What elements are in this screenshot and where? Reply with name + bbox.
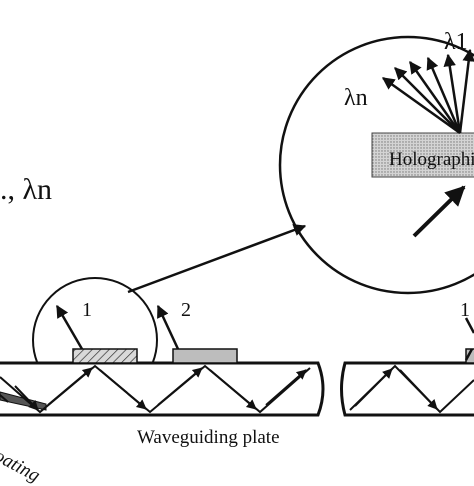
lambda-n-label: λn: [344, 86, 368, 110]
outcoupled-ray-2: [158, 306, 178, 349]
waveguide-diagram: ., λn λ1 λn Holographi 1 2 1 Waveguiding…: [0, 0, 474, 474]
hologram-pad-2: [173, 349, 237, 363]
outcoupled-ray-1: [57, 306, 82, 349]
waveguide-plate-left: [0, 363, 323, 415]
lambda-list-label: ., λn: [0, 175, 52, 205]
holographic-element-label: Holographi: [389, 150, 474, 169]
waveguiding-plate-label: Waveguiding plate: [137, 428, 280, 447]
hologram-pad-1: [73, 349, 137, 363]
diagram-canvas: [0, 0, 474, 474]
waveguide-plate-right: [342, 363, 474, 415]
element-right-number: 1: [460, 300, 470, 320]
zoom-pointer-arrow: [128, 226, 305, 292]
element-2-number: 2: [181, 300, 191, 320]
lambda-1-label: λ1: [444, 30, 468, 54]
element-1-number: 1: [82, 300, 92, 320]
